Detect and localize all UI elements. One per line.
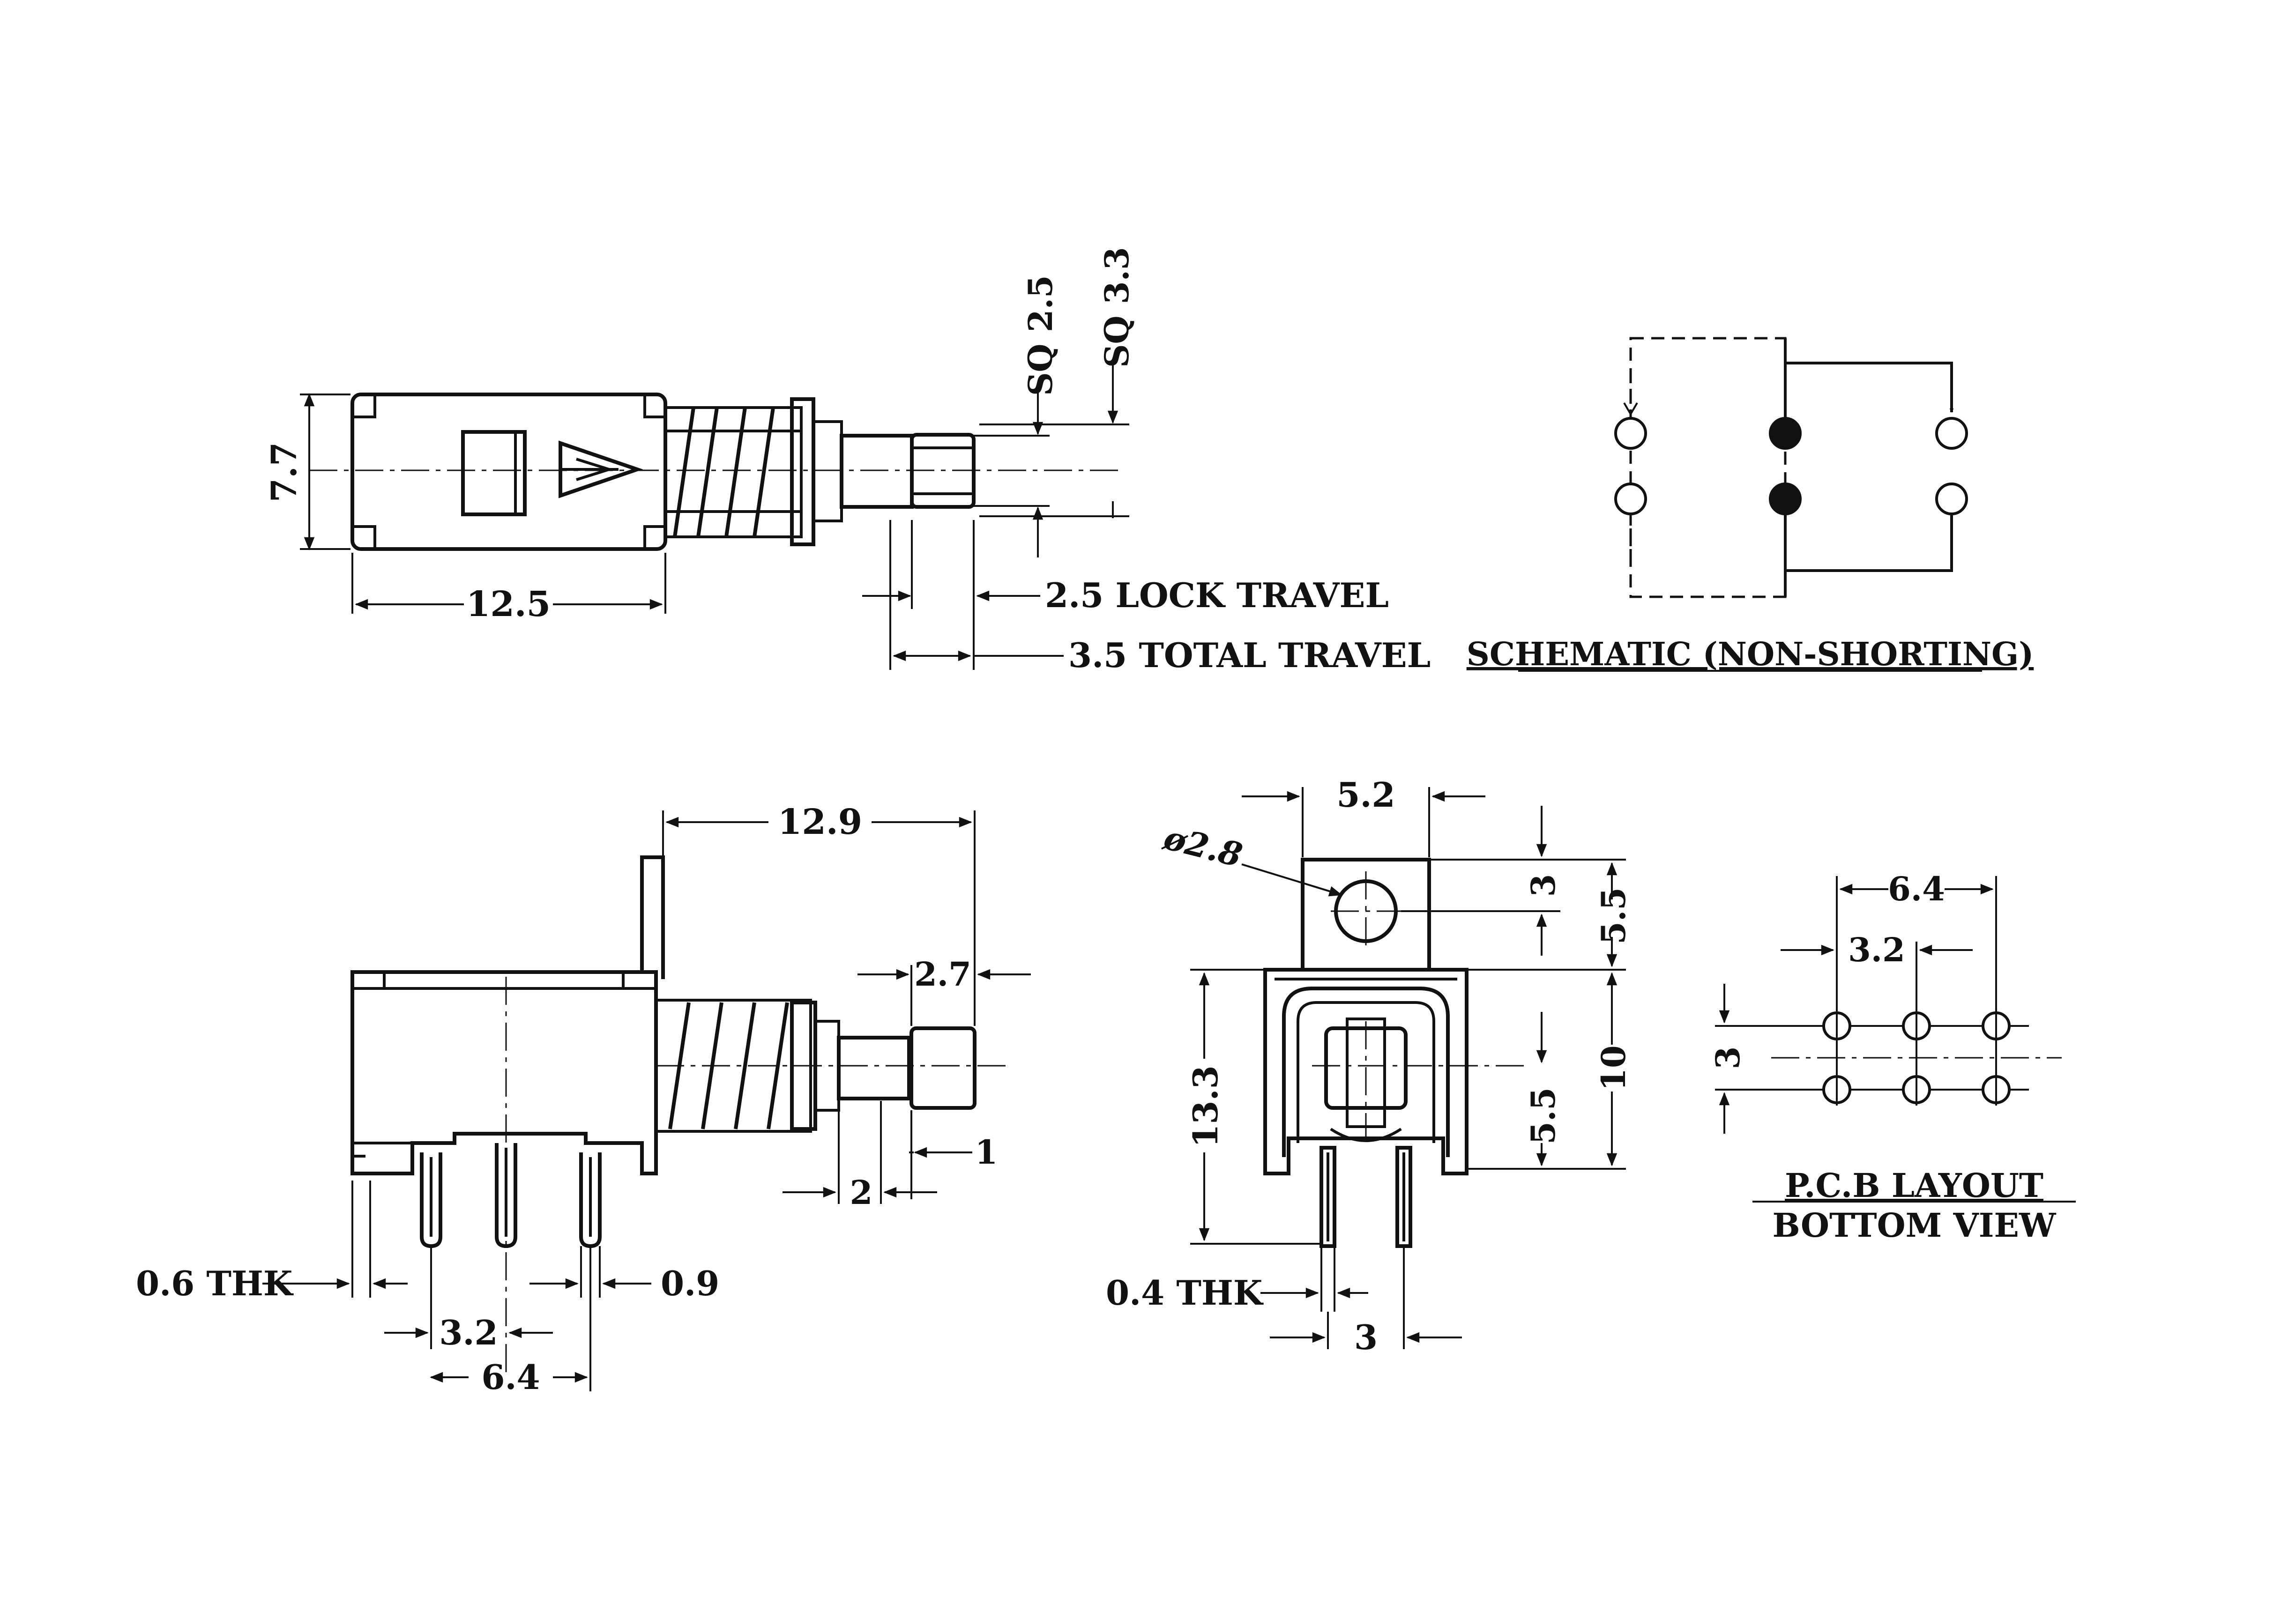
pcb-caption-2: BOTTOM VIEW <box>1773 1206 2057 1245</box>
pcb-row-spacing: 3 <box>1708 1047 1747 1069</box>
top-view: 7.7 12.5 SQ 2.5 SQ 3.3 2.5 LOCK TRAVEL 3… <box>264 247 1431 675</box>
front-dim-10: 10 <box>1594 1045 1633 1091</box>
lock-travel-label: 2.5 LOCK TRAVEL <box>1045 575 1389 615</box>
side-pitch-large: 6.4 <box>481 1357 540 1397</box>
side-view: 12.9 2.7 1 2 0.6 THK 0.9 3.2 <box>136 802 1031 1397</box>
top-notch <box>352 394 376 418</box>
side-bracket <box>640 855 665 979</box>
front-dim-5-5-top: 5.5 <box>1594 887 1633 944</box>
front-width-dim: 5.2 <box>1336 775 1395 815</box>
top-spring-housing <box>664 406 803 538</box>
front-hole-dim: ø2.8 <box>1159 817 1246 875</box>
front-dim-5-5-bottom: 5.5 <box>1524 1087 1563 1144</box>
side-length-dim: 12.9 <box>778 802 862 842</box>
side-pin <box>495 1143 517 1248</box>
front-body <box>1263 968 1469 1175</box>
side-pitch-small: 3.2 <box>439 1313 498 1352</box>
schematic: SCHEMATIC (NON-SHORTING) <box>1467 337 2034 673</box>
pcb-pitch-small: 3.2 <box>1848 930 1905 969</box>
schematic-contact-common <box>1769 483 1802 515</box>
top-body <box>350 393 667 551</box>
front-pin-spacing: 3 <box>1354 1317 1378 1357</box>
pcb-layout: 6.4 3.2 3 P.C.B LAYOUT BOTTOM VIEW <box>1708 869 2076 1245</box>
pcb-pitch-large: 6.4 <box>1888 869 1945 908</box>
top-window <box>461 430 527 516</box>
front-bracket <box>1301 858 1431 970</box>
front-dim-3: 3 <box>1524 874 1563 897</box>
schematic-caption: SCHEMATIC (NON-SHORTING) <box>1467 636 2034 673</box>
front-thickness-label: 0.4 THK <box>1106 1273 1264 1313</box>
schematic-contact <box>1935 417 1968 450</box>
front-height-dim: 13.3 <box>1185 1065 1225 1147</box>
side-body <box>350 970 658 1175</box>
schematic-top-link <box>1785 362 1953 412</box>
side-pin-width-label: 0.9 <box>661 1263 719 1303</box>
schematic-contact-common <box>1769 417 1802 450</box>
schematic-bottom-link <box>1785 525 1953 572</box>
total-travel-label: 3.5 TOTAL TRAVEL <box>1068 635 1431 675</box>
front-inner-frame <box>1282 987 1450 1157</box>
sq-small-dim: SQ 2.5 <box>1021 275 1060 396</box>
pcb-caption-1: P.C.B LAYOUT <box>1785 1166 2043 1205</box>
schematic-dashed-link <box>1629 337 1787 598</box>
side-thickness-label: 0.6 THK <box>136 1263 294 1303</box>
schematic-contact <box>1614 483 1647 515</box>
side-plunger-dim: 2.7 <box>914 955 971 994</box>
top-notch <box>352 525 376 549</box>
top-notch <box>643 394 665 418</box>
side-dim-1: 1 <box>975 1133 998 1172</box>
schematic-contact <box>1935 483 1968 515</box>
sq-large-dim: SQ 3.3 <box>1097 247 1136 368</box>
top-stem <box>840 434 914 509</box>
top-notch <box>643 525 665 549</box>
side-dim-2: 2 <box>850 1173 873 1212</box>
side-plunger <box>909 1026 977 1110</box>
front-view: 5.2 ø2.8 3 5.5 13.3 10 5.5 0.4 T <box>1106 775 1633 1357</box>
front-pin <box>1319 1146 1336 1248</box>
schematic-contact <box>1614 417 1647 450</box>
side-stem <box>837 1036 911 1100</box>
top-spring <box>673 407 775 537</box>
top-height-dim: 7.7 <box>264 442 305 503</box>
top-length-dim: 12.5 <box>466 584 551 624</box>
